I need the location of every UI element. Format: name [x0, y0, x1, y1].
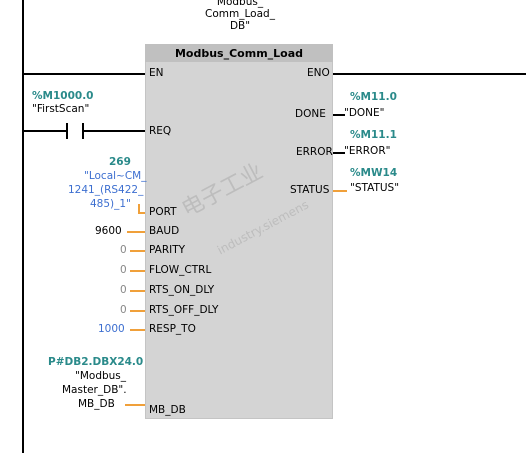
mb-db-symbol-line2[interactable]: Master_DB".: [62, 384, 127, 396]
instance-db-line2: Comm_Load_: [205, 8, 275, 20]
instance-db-label[interactable]: Modbus_ Comm_Load_ DB": [190, 0, 290, 32]
rts-on-dly-value[interactable]: 0: [120, 284, 127, 296]
instance-db-line3: DB": [229, 20, 251, 32]
function-block-title[interactable]: Modbus_Comm_Load: [145, 44, 333, 62]
baud-wire: [127, 231, 145, 233]
mb-db-wire: [125, 404, 145, 406]
status-wire: [333, 190, 347, 192]
resp-to-wire: [130, 329, 145, 331]
pin-port: PORT: [149, 206, 177, 218]
error-symbol[interactable]: "ERROR": [344, 145, 391, 157]
req-wire-right: [83, 130, 145, 132]
pin-en: EN: [149, 67, 164, 79]
status-address[interactable]: %MW14: [350, 167, 398, 179]
resp-to-value[interactable]: 1000: [98, 323, 125, 335]
port-wire: [138, 212, 145, 214]
baud-value[interactable]: 9600: [95, 225, 122, 237]
port-symbol-line3[interactable]: 485)_1": [90, 198, 131, 210]
pin-req: REQ: [149, 125, 172, 137]
pin-status: STATUS: [290, 184, 330, 196]
function-block-body[interactable]: [145, 44, 333, 419]
pin-error: ERROR: [296, 146, 333, 158]
en-wire: [22, 73, 145, 75]
pin-baud: BAUD: [149, 225, 180, 237]
flow-ctrl-value[interactable]: 0: [120, 264, 127, 276]
done-address[interactable]: %M11.0: [350, 91, 397, 103]
error-wire: [333, 152, 345, 154]
error-address[interactable]: %M11.1: [350, 129, 397, 141]
rts-on-dly-wire: [130, 290, 145, 292]
contact-symbol[interactable]: "FirstScan": [32, 103, 90, 115]
pin-resp-to: RESP_TO: [149, 323, 196, 335]
mb-db-symbol-line1[interactable]: "Modbus_: [75, 370, 127, 382]
done-wire: [333, 114, 345, 116]
mb-db-address[interactable]: P#DB2.DBX24.0: [48, 356, 144, 368]
pin-parity: PARITY: [149, 244, 186, 256]
left-power-rail: [22, 0, 24, 453]
status-symbol[interactable]: "STATUS": [350, 182, 400, 194]
port-wire-vertical: [138, 204, 140, 214]
pin-eno: ENO: [307, 67, 330, 79]
done-symbol[interactable]: "DONE": [344, 107, 385, 119]
pin-flow-ctrl: FLOW_CTRL: [149, 264, 212, 276]
flow-ctrl-wire: [130, 270, 145, 272]
instance-db-line1: Modbus_: [216, 0, 264, 8]
pin-rts-off-dly: RTS_OFF_DLY: [149, 304, 219, 316]
port-symbol-line1[interactable]: "Local~CM_: [84, 170, 147, 182]
port-symbol-line2[interactable]: 1241_(RS422_: [68, 184, 144, 196]
rts-off-dly-value[interactable]: 0: [120, 304, 127, 316]
req-wire-left: [22, 130, 67, 132]
eno-wire: [333, 73, 526, 75]
port-value[interactable]: 269: [109, 156, 131, 168]
parity-value[interactable]: 0: [120, 244, 127, 256]
parity-wire: [130, 250, 145, 252]
pin-mb-db: MB_DB: [149, 404, 186, 416]
mb-db-symbol-line3[interactable]: MB_DB: [78, 398, 115, 410]
pin-rts-on-dly: RTS_ON_DLY: [149, 284, 215, 296]
contact-address[interactable]: %M1000.0: [32, 90, 94, 102]
rts-off-dly-wire: [130, 310, 145, 312]
pin-done: DONE: [295, 108, 326, 120]
